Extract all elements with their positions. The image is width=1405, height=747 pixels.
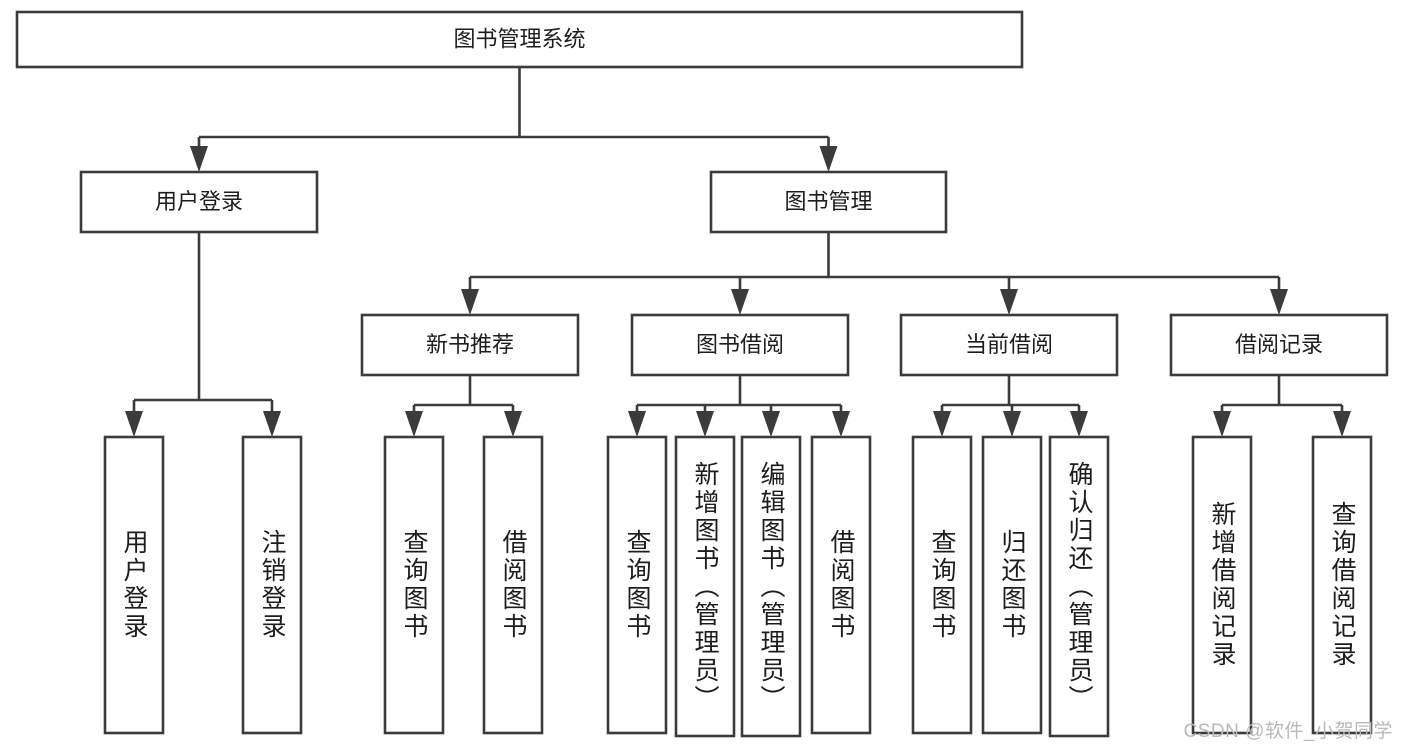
arrow-to-leaf-query-record [1333, 411, 1351, 437]
node-leaf-confirm-return[interactable] [1048, 435, 1110, 738]
node-borrow-record[interactable] [1169, 313, 1389, 377]
arrow-to-leaf-query-book-2 [628, 411, 646, 437]
arrow-to-current-borrow [1000, 289, 1018, 315]
node-root[interactable] [15, 10, 1024, 69]
arrow-to-new-book-recommend [461, 289, 479, 315]
node-leaf-add-record[interactable] [1191, 435, 1253, 735]
arrow-to-leaf-query-book-1 [405, 411, 423, 437]
node-book-borrow[interactable] [630, 313, 850, 377]
node-leaf-borrow-book-2[interactable] [810, 435, 872, 735]
arrow-to-leaf-add-record [1213, 411, 1231, 437]
arrow-to-leaf-add-book [696, 411, 714, 437]
node-leaf-query-book-1[interactable] [383, 435, 445, 735]
arrow-to-leaf-logout [263, 411, 281, 437]
node-leaf-logout[interactable] [241, 435, 303, 735]
node-leaf-query-book-2[interactable] [606, 435, 668, 735]
node-user-login[interactable] [79, 170, 319, 234]
arrow-to-borrow-record [1270, 289, 1288, 315]
edges-layer [125, 67, 1351, 437]
node-label-book-borrow: 图书借阅 [696, 332, 784, 357]
arrow-to-leaf-query-book-3 [933, 411, 951, 437]
watermark: CSDN @软件_小贺同学 [1183, 721, 1393, 742]
node-current-borrow[interactable] [899, 313, 1119, 377]
node-label-borrow-record: 借阅记录 [1235, 332, 1323, 357]
arrow-to-leaf-return-book [1003, 411, 1021, 437]
node-leaf-query-record[interactable] [1311, 435, 1373, 735]
node-leaf-edit-book[interactable] [740, 435, 802, 738]
boxes-layer [15, 10, 1389, 738]
node-leaf-add-book[interactable] [674, 435, 736, 738]
node-leaf-borrow-book-1[interactable] [482, 435, 544, 735]
node-label-current-borrow: 当前借阅 [965, 332, 1053, 357]
arrow-to-leaf-borrow-book-1 [504, 411, 522, 437]
arrow-to-leaf-user-login [125, 411, 143, 437]
arrow-to-leaf-confirm-return [1070, 411, 1088, 437]
node-leaf-user-login[interactable] [103, 435, 165, 735]
node-label-root: 图书管理系统 [453, 26, 585, 51]
node-book-manage[interactable] [709, 170, 948, 234]
node-label-user-login: 用户登录 [155, 189, 243, 214]
node-label-new-book-recommend: 新书推荐 [426, 332, 514, 357]
arrow-to-book-manage [819, 146, 838, 172]
node-leaf-return-book[interactable] [981, 435, 1043, 735]
node-leaf-query-book-3[interactable] [911, 435, 973, 735]
node-label-book-manage: 图书管理 [784, 189, 872, 214]
arrow-to-book-borrow [731, 289, 749, 315]
node-new-book-recommend[interactable] [360, 313, 580, 377]
arrow-to-leaf-borrow-book-2 [832, 411, 850, 437]
arrow-to-leaf-edit-book [762, 411, 780, 437]
arrow-to-user-login [190, 146, 208, 172]
